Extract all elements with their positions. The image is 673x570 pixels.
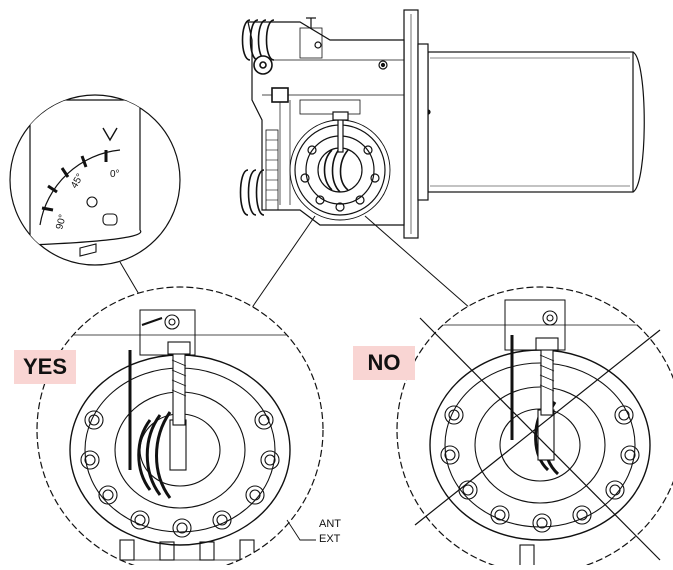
scale-tab <box>79 243 97 257</box>
wrong-cross-lines <box>414 317 661 561</box>
scale-slot <box>102 213 118 226</box>
damper-detail-wrong <box>396 286 673 570</box>
tick-67 <box>47 184 58 194</box>
scale-label-0: 0° <box>110 169 120 180</box>
tick-45 <box>60 167 70 178</box>
burner-assembly <box>239 9 645 239</box>
motor-cylinder <box>425 51 645 193</box>
yes-label: YES <box>14 350 76 384</box>
tick-22 <box>80 155 88 168</box>
ant-ext-leader <box>286 519 316 541</box>
scale-label-90: 90° <box>54 213 69 230</box>
damper-detail-correct <box>36 286 324 570</box>
air-damper-small <box>294 111 386 216</box>
scale-detail: 0° 45° 90° <box>9 94 181 266</box>
mounting-flange <box>403 9 429 239</box>
scale-center-hole <box>86 196 98 208</box>
cross-line-diagonal-1 <box>419 317 661 561</box>
pointer-notch <box>102 127 118 142</box>
tick-90 <box>41 206 54 212</box>
ant-label: ANT <box>319 518 341 530</box>
no-label: NO <box>353 346 415 380</box>
ext-label: EXT <box>319 533 341 545</box>
scale-plate <box>29 99 142 246</box>
cross-line-diagonal-2 <box>414 329 661 526</box>
detail-indicator-circle <box>289 119 391 221</box>
air-inlet-coils <box>239 19 289 216</box>
